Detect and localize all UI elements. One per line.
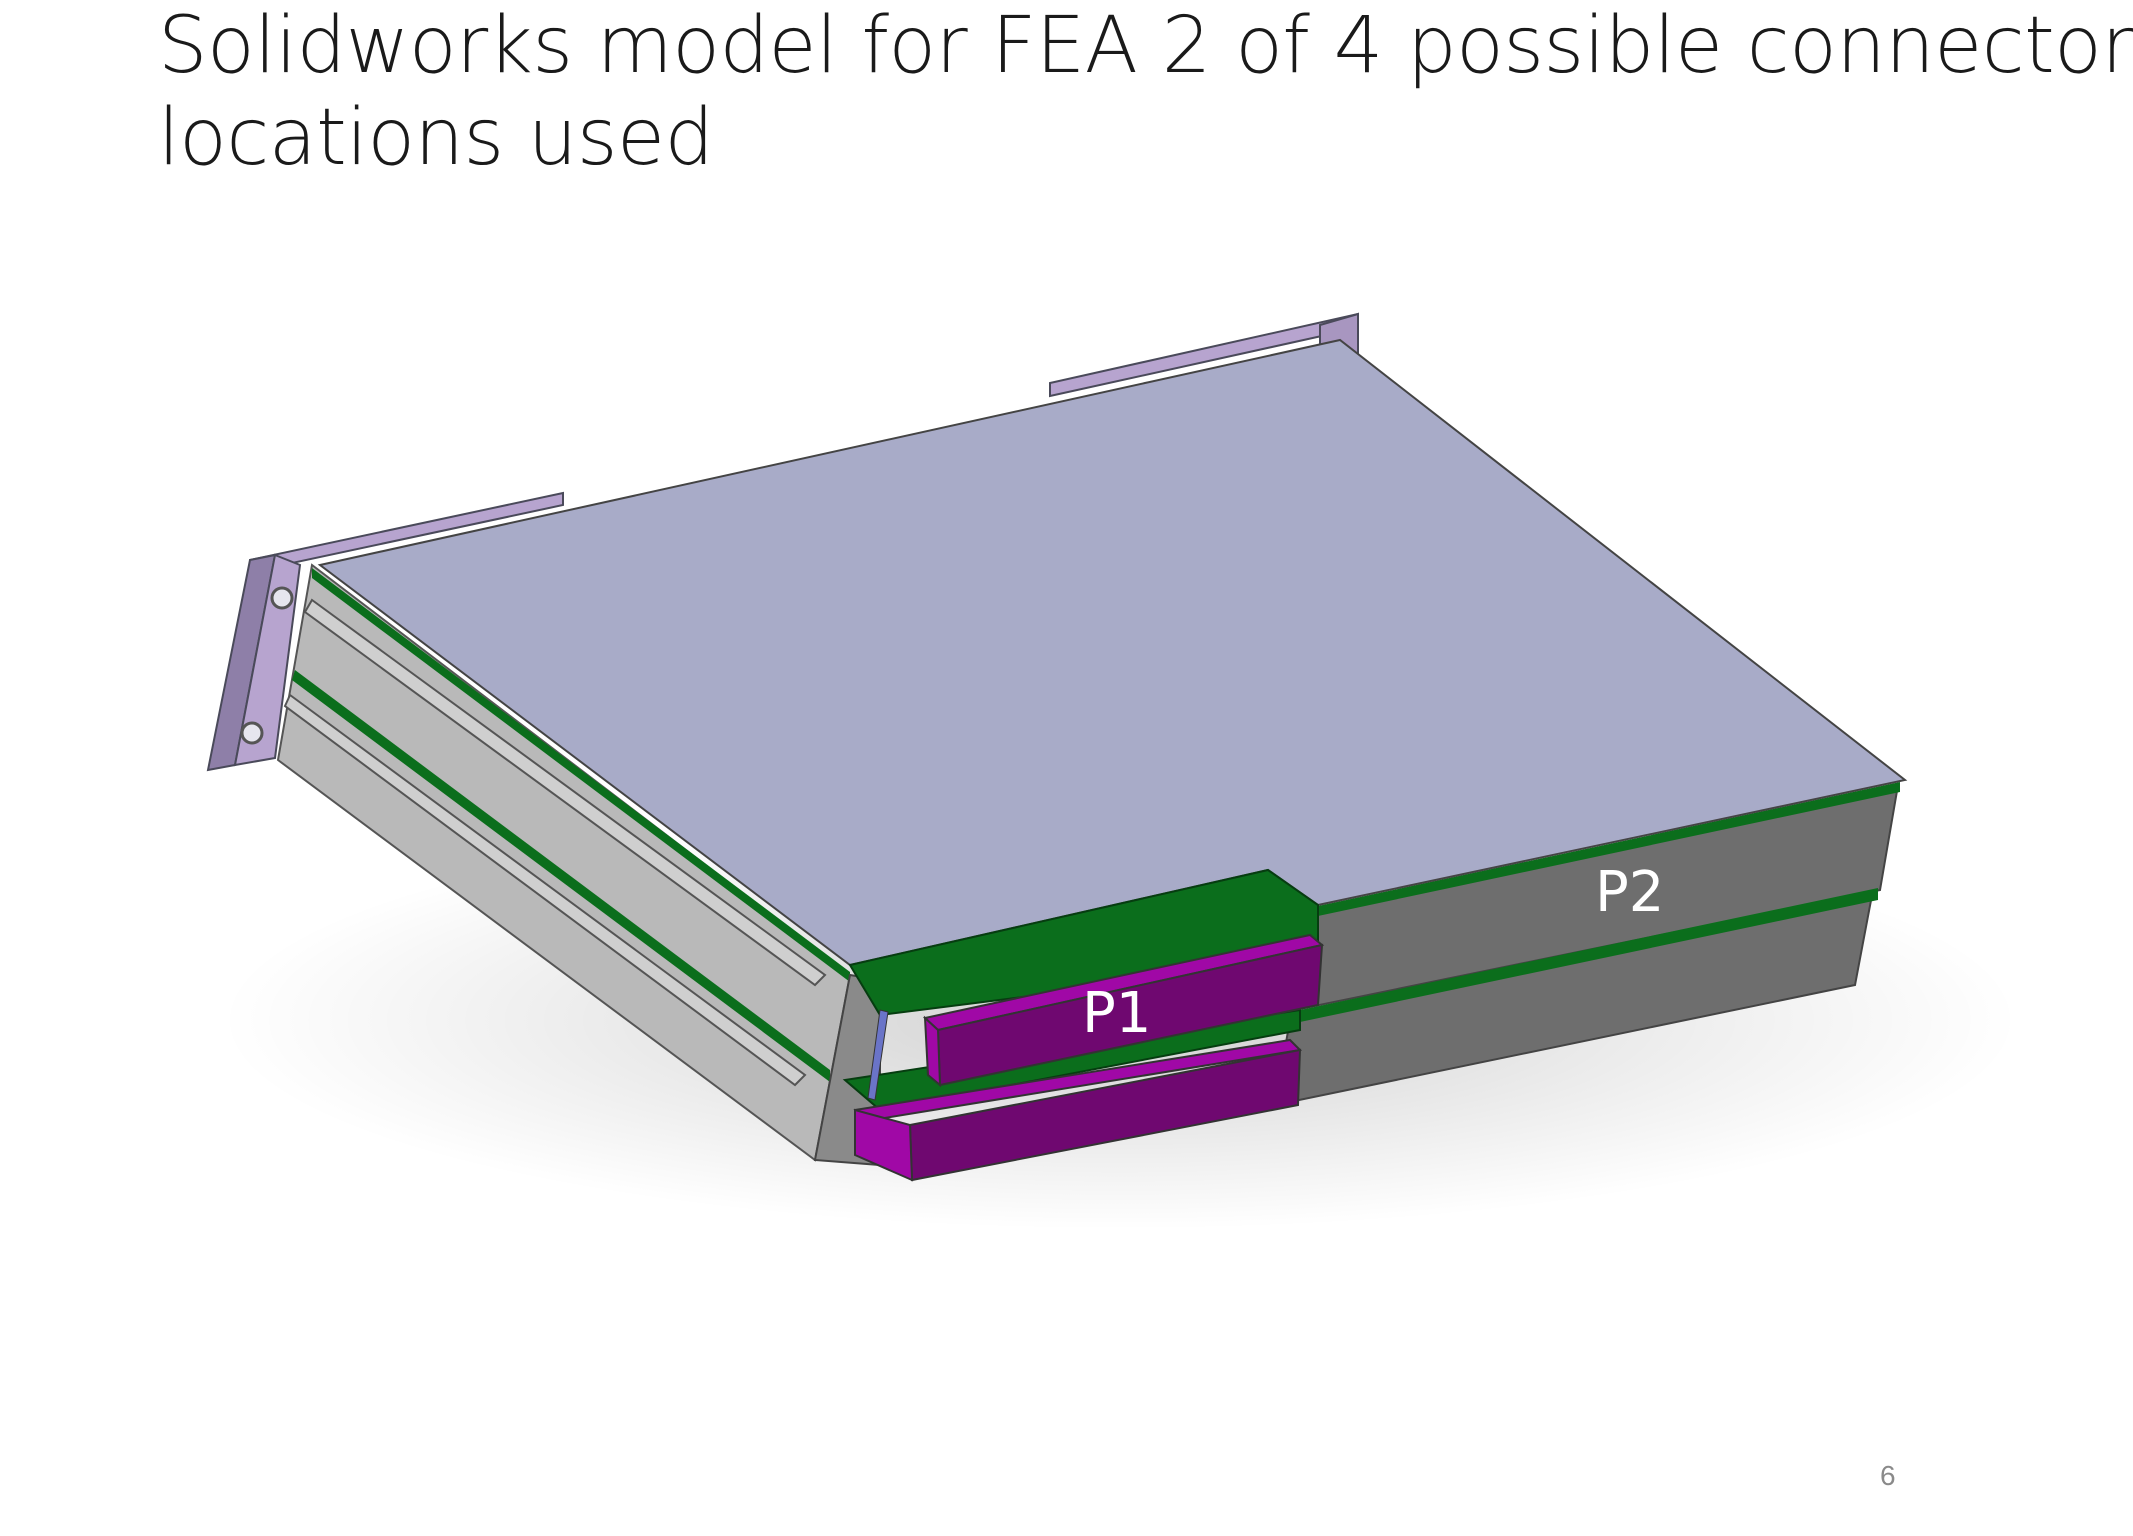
slide-title: Solidworks model for FEA 2 of 4 possible… (158, 0, 2133, 184)
side-rail-lower (283, 693, 807, 1087)
side-rail-upper (303, 598, 827, 987)
pcb-edge-side-lower (292, 670, 830, 1082)
flange-bolt-hole (240, 721, 264, 745)
page-number: 6 (1880, 1460, 1896, 1491)
connector-label-p2: P2 (1595, 860, 1665, 925)
slide-title-line-2: locations used (158, 93, 714, 183)
slide: Solidworks model for FEA 2 of 4 possible… (158, 0, 2133, 1491)
connector-p1-lower-side (854, 1108, 914, 1182)
slide-title-line-1: Solidworks model for FEA 2 of 4 possible… (158, 1, 2133, 91)
blue-strap (867, 1009, 889, 1101)
connector-label-p1: P1 (1082, 981, 1152, 1046)
flange-bolt-hole (270, 586, 294, 610)
pcb-notch-upper (848, 868, 1319, 1017)
pcb-edge-right-upper (1318, 782, 1900, 916)
pcb-edge-side-upper (312, 568, 850, 982)
pcb-edge-right-lower (1300, 888, 1878, 1022)
connector-p1-upper-side (923, 1015, 942, 1088)
solidworks-model-figure (206, 312, 2020, 1230)
